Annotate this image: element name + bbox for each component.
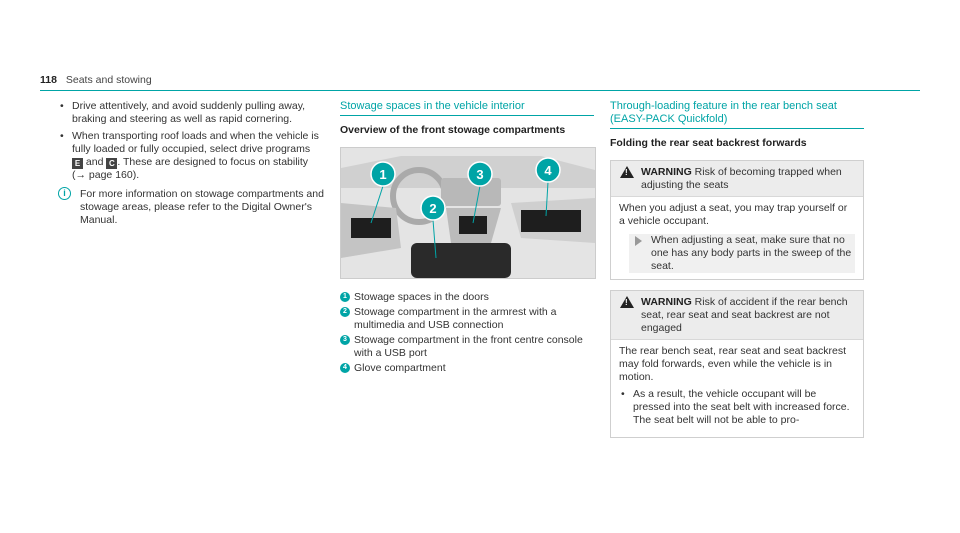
drive-program-c-icon: C [106, 158, 118, 169]
svg-text:1: 1 [379, 167, 386, 182]
page-number: 118 [40, 74, 57, 86]
warning-body: When you adjust a seat, you may trap you… [611, 197, 863, 279]
figure-legend: 1 Stowage spaces in the doors 2 Stowage … [340, 291, 594, 375]
car-interior-illustration: 1 2 3 4 [341, 148, 595, 278]
warning-body: The rear bench seat, rear seat and seat … [611, 340, 863, 437]
svg-text:4: 4 [544, 163, 552, 178]
legend-number: 2 [340, 307, 350, 317]
legend-number: 1 [340, 292, 350, 302]
warning-heading: Risk of accident if the rear bench seat,… [641, 296, 848, 334]
page-header: 118 Seats and stowing [40, 74, 152, 86]
subsection-title: Folding the rear seat backrest forwards [610, 137, 807, 149]
legend-text: Stowage compartment in the armrest with … [354, 306, 557, 331]
info-icon: i [58, 187, 71, 200]
drive-program-e-icon: E [72, 158, 83, 169]
warning-icon: ! [620, 166, 634, 178]
bullet-text: Drive attentively, and avoid suddenly pu… [72, 100, 306, 125]
column-2: Stowage spaces in the vehicle interior O… [340, 100, 596, 377]
callout-3: 3 [467, 161, 493, 187]
interior-stowage-figure: 1 2 3 4 [340, 147, 596, 279]
section-name: Seats and stowing [65, 74, 152, 86]
svg-text:2: 2 [429, 201, 436, 216]
warning-heading: Risk of becoming trapped when adjusting … [641, 166, 842, 191]
warning-text: When you adjust a seat, you may trap you… [619, 202, 848, 227]
instruction-item: When adjusting a seat, make sure that no… [629, 234, 855, 273]
section-title: Through-loading feature in the rear benc… [610, 100, 864, 129]
list-item: When transporting roof loads and when th… [58, 130, 324, 182]
warning-text: The rear bench seat, rear seat and seat … [619, 345, 847, 383]
legend-item: 3 Stowage compartment in the front centr… [340, 334, 594, 360]
note-text: For more information on stowage compartm… [80, 188, 324, 226]
column-1: Drive attentively, and avoid suddenly pu… [58, 100, 324, 227]
warning-box: ! WARNING Risk of accident if the rear b… [610, 290, 864, 438]
bullet-text: When transporting roof loads and when th… [72, 130, 319, 155]
svg-text:3: 3 [476, 167, 483, 182]
legend-number: 4 [340, 363, 350, 373]
legend-number: 3 [340, 335, 350, 345]
legend-item: 2 Stowage compartment in the armrest wit… [340, 306, 594, 332]
legend-item: 4 Glove compartment [340, 362, 594, 375]
warning-icon: ! [620, 296, 634, 308]
list-item: As a result, the vehicle occupant will b… [619, 388, 855, 427]
legend-text: Stowage spaces in the doors [354, 291, 489, 303]
warning-header: ! WARNING Risk of becoming trapped when … [611, 161, 863, 197]
legend-text: Stowage compartment in the front centre … [354, 334, 583, 359]
subsection-title: Overview of the front stowage compartmen… [340, 124, 566, 136]
legend-text: Glove compartment [354, 362, 446, 374]
bullet-text: As a result, the vehicle occupant will b… [633, 388, 850, 426]
callout-2: 2 [420, 195, 446, 221]
instruction-arrow-icon [635, 236, 642, 246]
callout-1: 1 [370, 161, 396, 187]
info-note: i For more information on stowage compar… [58, 187, 324, 227]
header-rule [40, 90, 920, 91]
warning-header: ! WARNING Risk of accident if the rear b… [611, 291, 863, 340]
list-item: Drive attentively, and avoid suddenly pu… [58, 100, 324, 126]
and-text: and [85, 156, 104, 168]
warning-label: WARNING [641, 296, 692, 308]
warning-box: ! WARNING Risk of becoming trapped when … [610, 160, 864, 280]
bullet-tail: . These are designed to focus on stabili… [72, 156, 309, 181]
callout-4: 4 [535, 157, 561, 183]
section-title: Stowage spaces in the vehicle interior [340, 100, 594, 116]
legend-item: 1 Stowage spaces in the doors [340, 291, 594, 304]
instruction-text: When adjusting a seat, make sure that no… [651, 234, 852, 272]
warning-label: WARNING [641, 166, 692, 178]
column-3: Through-loading feature in the rear benc… [610, 100, 864, 438]
